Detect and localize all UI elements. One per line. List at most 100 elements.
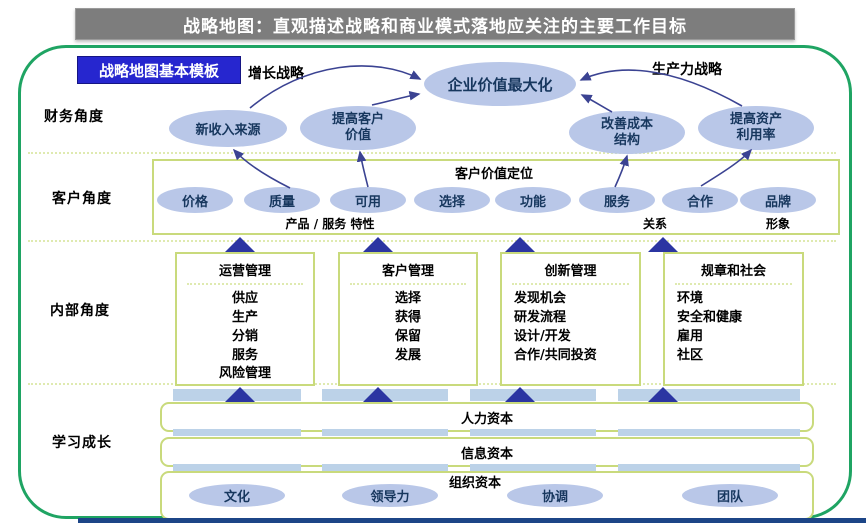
perspective-internal: 内部角度 bbox=[50, 303, 110, 319]
connector-band bbox=[322, 464, 448, 471]
internal-box-title: 创新管理 bbox=[544, 264, 597, 279]
internal-box-title: 规章和社会 bbox=[700, 264, 766, 279]
slide-title-bar: 战略地图：直观描述战略和商业模式落地应关注的主要工作目标 bbox=[75, 8, 795, 40]
internal-item: 安全和健康 bbox=[677, 309, 743, 325]
org-ellipse-teamwork: 团队 bbox=[682, 484, 778, 507]
internal-item: 获得 bbox=[394, 309, 421, 325]
information-capital-label: 信息资本 bbox=[460, 446, 513, 462]
internal-item: 研发流程 bbox=[514, 309, 567, 325]
internal-box-customer-mgmt: 客户管理 选择 获得 保留 发展 bbox=[338, 252, 478, 386]
information-capital-bar: 信息资本 bbox=[160, 437, 814, 467]
internal-item: 设计/开发 bbox=[514, 328, 571, 344]
internal-box-innovation: 创新管理 发现机会 研发流程 设计/开发 合作/共同投资 bbox=[500, 252, 641, 386]
org-ellipse-label: 领导力 bbox=[370, 490, 410, 505]
customer-ellipse-label: 功能 bbox=[519, 194, 546, 210]
bottom-rule bbox=[78, 518, 866, 523]
up-arrow-triangle bbox=[363, 387, 393, 402]
caption-image: 形象 bbox=[765, 217, 790, 231]
financial-ellipse-label: 新收入来源 bbox=[195, 123, 261, 138]
up-arrow-triangle bbox=[225, 237, 255, 252]
human-capital-bar: 人力资本 bbox=[160, 402, 814, 432]
up-arrow-triangle bbox=[225, 387, 255, 402]
connector-band bbox=[173, 464, 301, 471]
connector-band bbox=[470, 464, 596, 471]
financial-ellipse-new-revenue: 新收入来源 bbox=[169, 110, 287, 147]
connector-band bbox=[322, 429, 448, 436]
goal-label: 企业价值最大化 bbox=[447, 75, 553, 94]
customer-ellipse-partnership: 合作 bbox=[662, 187, 738, 213]
box-separator bbox=[187, 283, 303, 285]
org-ellipse-label: 团队 bbox=[716, 490, 743, 505]
internal-item: 雇用 bbox=[677, 328, 704, 344]
org-ellipse-label: 文化 bbox=[223, 490, 250, 505]
connector-band bbox=[470, 429, 596, 436]
caption-product-service: 产品 / 服务 特性 bbox=[285, 217, 375, 231]
internal-box-title: 运营管理 bbox=[218, 264, 271, 279]
internal-item: 风险管理 bbox=[218, 366, 271, 382]
internal-item: 社区 bbox=[677, 347, 704, 363]
internal-item: 生产 bbox=[231, 309, 258, 325]
internal-item: 选择 bbox=[394, 291, 421, 306]
box-separator bbox=[512, 283, 629, 285]
connector-band bbox=[618, 429, 800, 436]
internal-item: 服务 bbox=[231, 347, 258, 363]
template-badge: 战略地图基本模板 bbox=[77, 56, 241, 84]
customer-ellipse-selection: 选择 bbox=[414, 187, 490, 213]
human-capital-label: 人力资本 bbox=[460, 411, 513, 427]
internal-item: 合作/共同投资 bbox=[514, 347, 597, 363]
internal-item: 环境 bbox=[677, 291, 704, 306]
internal-item: 发展 bbox=[394, 347, 421, 363]
financial-ellipse-label: 提高资产利用率 bbox=[729, 112, 782, 143]
internal-box-title: 客户管理 bbox=[381, 264, 434, 279]
divider-customer-internal bbox=[28, 240, 836, 242]
caption-relation: 关系 bbox=[642, 217, 667, 231]
customer-ellipse-brand: 品牌 bbox=[740, 187, 816, 213]
goal-ellipse: 企业价值最大化 bbox=[424, 62, 576, 106]
up-arrow-triangle bbox=[505, 237, 535, 252]
org-ellipse-culture: 文化 bbox=[189, 484, 285, 507]
customer-ellipse-label: 可用 bbox=[354, 194, 381, 210]
internal-item: 分销 bbox=[231, 328, 258, 344]
internal-box-operations: 运营管理 供应 生产 分销 服务 风险管理 bbox=[175, 252, 315, 386]
customer-value-box-title: 客户价值定位 bbox=[454, 167, 533, 182]
financial-ellipse-customer-value: 提高客户价值 bbox=[300, 106, 416, 150]
customer-ellipse-label: 质量 bbox=[268, 194, 295, 210]
internal-item: 供应 bbox=[231, 291, 258, 306]
internal-box-regulatory-social: 规章和社会 环境 安全和健康 雇用 社区 bbox=[663, 252, 804, 386]
internal-item: 保留 bbox=[394, 328, 421, 344]
customer-ellipse-price: 价格 bbox=[157, 187, 233, 213]
financial-ellipse-cost-structure: 改善成本结构 bbox=[569, 111, 685, 154]
financial-ellipse-label: 改善成本结构 bbox=[600, 116, 653, 148]
customer-ellipse-function: 功能 bbox=[495, 187, 571, 213]
perspective-financial: 财务角度 bbox=[44, 109, 104, 125]
internal-item: 发现机会 bbox=[514, 291, 567, 306]
box-separator bbox=[350, 283, 466, 285]
customer-ellipse-label: 合作 bbox=[686, 194, 713, 210]
template-badge-label: 战略地图基本模板 bbox=[98, 61, 219, 80]
customer-ellipse-label: 价格 bbox=[181, 194, 208, 210]
perspective-customer: 客户角度 bbox=[52, 191, 112, 207]
up-arrow-triangle bbox=[648, 387, 678, 402]
customer-ellipse-service: 服务 bbox=[579, 187, 655, 213]
connector-band bbox=[618, 464, 800, 471]
productivity-strategy-label: 生产力战略 bbox=[652, 62, 722, 78]
financial-ellipse-label: 提高客户价值 bbox=[331, 112, 384, 143]
connector-band bbox=[618, 389, 800, 401]
org-ellipse-alignment: 协调 bbox=[507, 484, 603, 507]
growth-strategy-label: 增长战略 bbox=[248, 66, 304, 82]
org-ellipse-label: 协调 bbox=[541, 490, 568, 505]
customer-ellipse-quality: 质量 bbox=[244, 187, 320, 213]
customer-ellipse-availability: 可用 bbox=[330, 187, 406, 213]
customer-ellipse-label: 服务 bbox=[603, 194, 630, 210]
box-separator bbox=[675, 283, 792, 285]
organization-capital-title: 组织资本 bbox=[448, 476, 501, 491]
up-arrow-triangle bbox=[505, 387, 535, 402]
perspective-learning: 学习成长 bbox=[52, 435, 112, 451]
financial-ellipse-asset-utilization: 提高资产利用率 bbox=[698, 106, 814, 150]
customer-ellipse-label: 品牌 bbox=[764, 194, 791, 210]
up-arrow-triangle bbox=[648, 237, 678, 252]
connector-band bbox=[173, 429, 301, 436]
slide-title: 战略地图：直观描述战略和商业模式落地应关注的主要工作目标 bbox=[183, 16, 687, 37]
up-arrow-triangle bbox=[363, 237, 393, 252]
